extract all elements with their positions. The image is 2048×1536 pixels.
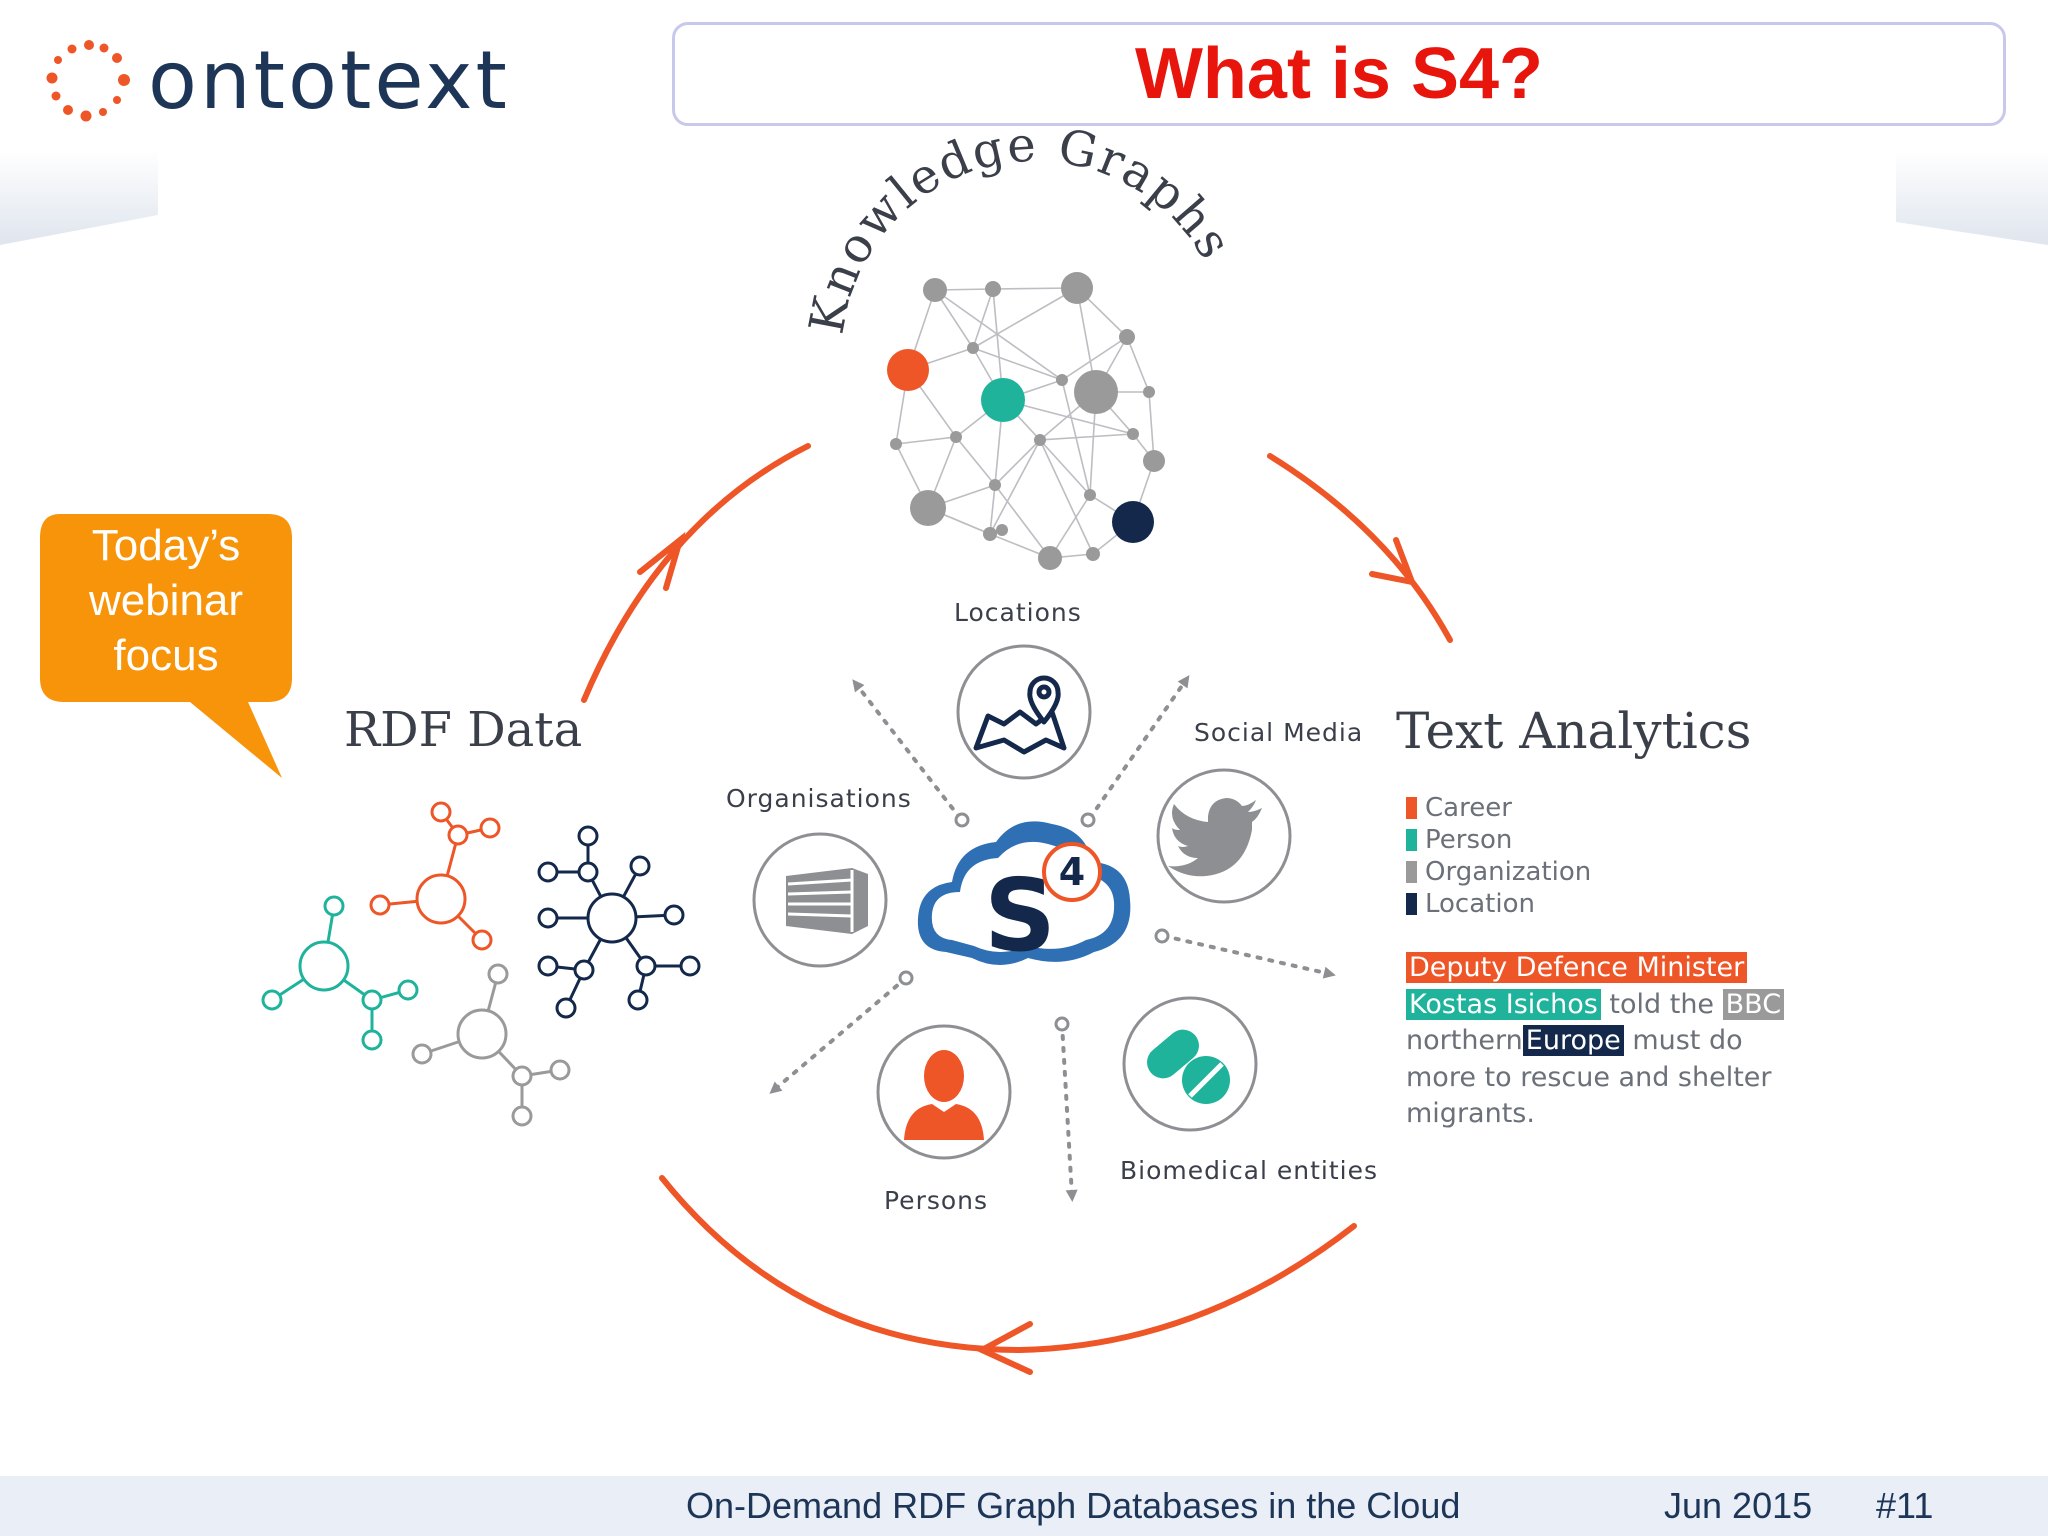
biomedical-label: Biomedical entities	[1120, 1156, 1379, 1185]
rdf-molecule-teal	[261, 895, 419, 1051]
s4-badge-number: 4	[1058, 850, 1086, 894]
pills-icon	[1147, 1029, 1230, 1104]
callout-bubble	[40, 514, 292, 778]
legend-item-location: Location	[1406, 888, 1535, 920]
sample-text-fragment: more to rescue and shelter	[1406, 1061, 1772, 1093]
legend-label: Organization	[1425, 857, 1592, 887]
footer-date: Jun 2015	[1664, 1485, 1813, 1526]
arrowhead-kg-to-text	[1369, 537, 1417, 587]
s4-cloud-logo: S	[917, 821, 1131, 974]
connector-origin-dots	[898, 812, 1170, 1032]
annotated-sample-text: Deputy Defence Minister Kostas Isichos t…	[1406, 950, 1816, 1133]
highlight-person: Kostas Isichos	[1406, 988, 1601, 1020]
highlight-career: Deputy Defence Minister	[1406, 952, 1748, 983]
twitter-bird-icon	[1168, 798, 1262, 877]
map-pin-icon	[973, 675, 1067, 755]
legend-item-organization: Organization	[1406, 856, 1591, 888]
page-title: What is S4?	[1134, 34, 1544, 114]
location-swatch	[1406, 893, 1417, 915]
corner-decoration-right	[1896, 150, 2048, 245]
organization-swatch	[1406, 861, 1417, 883]
arc-text-to-rdf	[659, 1175, 1357, 1354]
footer-subtitle: On-Demand RDF Graph Databases in the Clo…	[686, 1485, 1461, 1526]
rdf-data-label: RDF Data	[344, 702, 583, 758]
knowledge-graphs-label: Knowledge Graphs	[799, 117, 1244, 339]
footer-bar	[0, 1476, 2048, 1536]
arc-rdf-to-kg	[581, 443, 811, 703]
legend-label: Career	[1425, 793, 1512, 823]
legend-item-person: Person	[1406, 824, 1512, 856]
person-icon	[904, 1050, 984, 1140]
legend-item-career: Career	[1406, 792, 1512, 824]
text-analytics-label: Text Analytics	[1396, 702, 1752, 760]
cycle-arrows	[581, 443, 1453, 1375]
social-media-label: Social Media	[1194, 718, 1364, 747]
sample-text-fragment: migrants.	[1406, 1098, 1535, 1129]
knowledge-graph-nodes	[887, 272, 1165, 570]
arc-kg-to-text	[1267, 453, 1453, 643]
sample-text-fragment: northern	[1406, 1025, 1523, 1056]
rdf-molecule-gray	[411, 963, 571, 1127]
callout-line-2: webinar	[88, 576, 244, 625]
title-box	[672, 22, 2006, 126]
callout-line-3: focus	[113, 631, 219, 680]
building-lines-icon	[787, 870, 854, 932]
legend-label: Person	[1425, 825, 1513, 855]
corner-decoration-left	[0, 150, 158, 245]
ontotext-logo-icon	[46, 40, 130, 122]
arrowhead-text-to-rdf	[975, 1321, 1033, 1375]
arrowhead-rdf-to-kg	[637, 531, 686, 591]
building-icon	[786, 868, 868, 934]
locations-label: Locations	[954, 598, 1082, 627]
career-swatch	[1406, 797, 1417, 819]
organisations-label: Organisations	[726, 784, 912, 813]
highlight-organization: BBC	[1722, 988, 1785, 1020]
rdf-molecule-orange	[369, 801, 501, 951]
callout-text: Today’s webinar focus	[40, 518, 292, 683]
callout-line-1: Today’s	[91, 521, 241, 570]
highlight-location: Europe	[1522, 1025, 1624, 1056]
legend-label: Location	[1425, 889, 1535, 919]
persons-label: Persons	[884, 1186, 989, 1215]
ontotext-logo-text: ontotext	[148, 34, 510, 127]
dotted-connectors	[769, 675, 1336, 1202]
sample-text-fragment: told the	[1609, 988, 1715, 1020]
rdf-molecule-navy	[537, 825, 701, 1019]
sample-text-fragment: must do	[1632, 1025, 1743, 1056]
slide-number: #11	[1876, 1485, 1934, 1526]
person-swatch	[1406, 829, 1417, 851]
